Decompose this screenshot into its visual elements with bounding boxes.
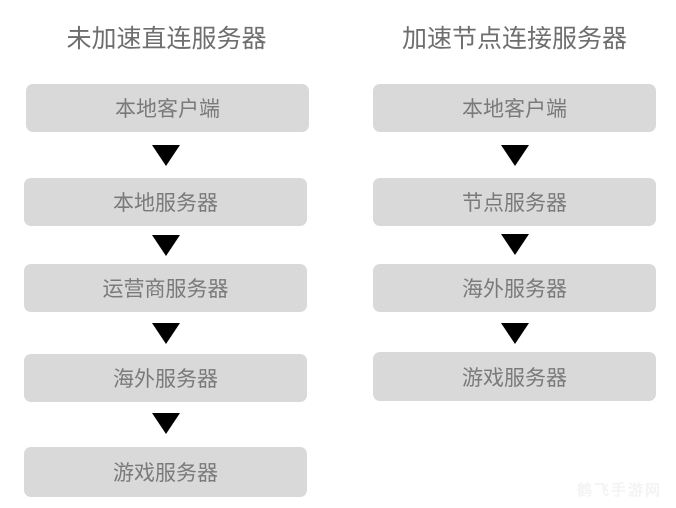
down-arrow-icon bbox=[152, 235, 180, 256]
down-arrow-icon bbox=[501, 145, 529, 166]
down-arrow-icon bbox=[501, 234, 529, 255]
left-step-overseas-server: 海外服务器 bbox=[24, 354, 307, 402]
right-step-game-server: 游戏服务器 bbox=[373, 352, 656, 401]
right-step-local-client: 本地客户端 bbox=[373, 84, 656, 132]
watermark: 鹤飞手游网 bbox=[576, 481, 662, 499]
down-arrow-icon bbox=[152, 323, 180, 344]
left-step-local-server: 本地服务器 bbox=[24, 178, 307, 226]
right-column-title: 加速节点连接服务器 bbox=[401, 24, 627, 53]
left-step-isp-server: 运营商服务器 bbox=[24, 264, 307, 312]
left-column-title: 未加速直连服务器 bbox=[66, 24, 267, 53]
left-step-local-client: 本地客户端 bbox=[26, 84, 309, 132]
down-arrow-icon bbox=[152, 145, 180, 166]
down-arrow-icon bbox=[152, 413, 180, 434]
right-step-node-server: 节点服务器 bbox=[373, 178, 656, 226]
left-step-game-server: 游戏服务器 bbox=[24, 447, 307, 497]
right-step-overseas-server: 海外服务器 bbox=[373, 264, 656, 312]
down-arrow-icon bbox=[501, 323, 529, 344]
